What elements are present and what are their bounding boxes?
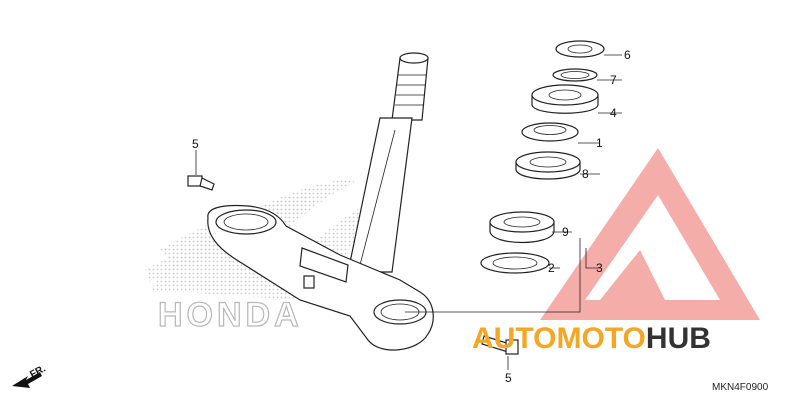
callout-6: 6 bbox=[624, 48, 631, 62]
brand-part-hub: HUB bbox=[646, 322, 711, 355]
bolt-upper bbox=[187, 175, 215, 191]
part-code: MKN4F0900 bbox=[712, 382, 769, 393]
part-dustseal-1 bbox=[521, 122, 579, 142]
brand-part-automoto: AUTOMOTO bbox=[472, 322, 646, 355]
callout-1: 1 bbox=[596, 136, 603, 150]
automotohub-logo bbox=[540, 148, 760, 320]
callout-4: 4 bbox=[610, 106, 617, 120]
callout-3: 3 bbox=[596, 261, 603, 275]
part-adjustnut-4 bbox=[531, 84, 599, 114]
callout-7: 7 bbox=[610, 73, 617, 87]
bolt-lower bbox=[481, 335, 519, 355]
brand-watermark: AUTOMOTOHUB bbox=[472, 322, 711, 355]
front-direction-arrow: FR. bbox=[12, 363, 48, 388]
part-race-2 bbox=[480, 252, 550, 274]
callout-9: 9 bbox=[562, 225, 569, 239]
callout-5-lower: 5 bbox=[505, 371, 512, 385]
part-lowerbearing-9 bbox=[489, 211, 555, 244]
triple-clamp bbox=[207, 204, 434, 351]
part-lockwasher-7 bbox=[552, 68, 598, 82]
callout-5-upper: 5 bbox=[192, 137, 199, 151]
fr-label: FR. bbox=[28, 363, 48, 380]
part-locknut-6 bbox=[555, 40, 605, 58]
steering-stem bbox=[347, 52, 429, 273]
part-bearing-8 bbox=[515, 151, 581, 180]
leader-lines bbox=[195, 54, 622, 370]
callout-8: 8 bbox=[582, 167, 589, 181]
callout-2: 2 bbox=[548, 261, 555, 275]
honda-watermark-text: HONDA bbox=[158, 296, 303, 334]
